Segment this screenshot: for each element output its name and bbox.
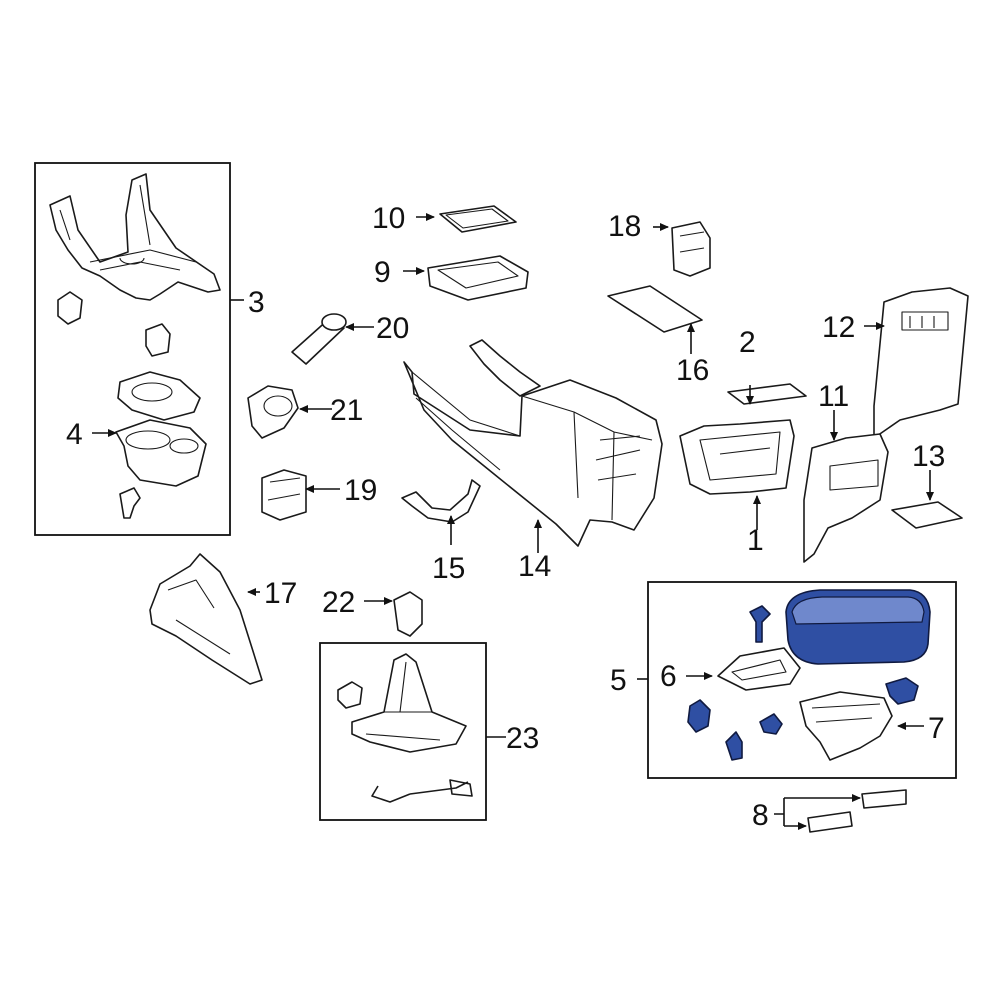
callout-20: 20 [376, 312, 409, 345]
callout-1: 1 [747, 524, 764, 557]
callout-19: 19 [344, 474, 377, 507]
armrest-lid[interactable] [785, 589, 931, 665]
callout-11: 11 [818, 380, 849, 413]
callout-13: 13 [912, 440, 945, 473]
callout-21: 21 [330, 394, 363, 427]
stopper-upper[interactable] [861, 789, 907, 809]
console-body[interactable] [403, 339, 663, 547]
shifter-harness[interactable] [371, 779, 473, 803]
callout-3: 3 [248, 286, 265, 319]
callout-6: 6 [660, 660, 677, 693]
rear-vent-panel[interactable] [873, 287, 969, 439]
storage-mat[interactable] [607, 285, 703, 333]
trim-pad[interactable] [891, 501, 963, 529]
callout-12: 12 [822, 311, 855, 344]
pocket-mat[interactable] [727, 383, 807, 405]
usb-port[interactable] [671, 221, 711, 277]
rear-console-panel[interactable] [803, 433, 889, 563]
lid-clip-top[interactable] [885, 677, 919, 705]
callout-15: 15 [432, 552, 465, 585]
lid-bolt[interactable] [725, 731, 743, 761]
console-trim-panel[interactable] [49, 173, 221, 301]
callout-17: 17 [264, 577, 297, 610]
shift-lever-assembly[interactable] [351, 653, 467, 753]
switch-assembly[interactable] [261, 469, 307, 521]
group-box-23 [319, 642, 487, 821]
callout-10: 10 [372, 202, 405, 235]
callout-7: 7 [928, 712, 945, 745]
outlet-housing[interactable] [247, 385, 299, 439]
console-bracket[interactable] [401, 479, 481, 523]
callout-labels: 1 2 3 4 5 6 7 8 9 10 11 12 13 14 15 16 1… [66, 202, 945, 832]
stopper-lower[interactable] [807, 811, 853, 833]
tray-mat[interactable] [439, 205, 517, 233]
callout-5: 5 [610, 664, 627, 697]
cup-holder-insert[interactable] [117, 371, 201, 421]
shift-knob[interactable] [393, 591, 423, 637]
storage-pocket[interactable] [679, 419, 795, 495]
lid-screw[interactable] [749, 605, 771, 643]
group-box-5 [647, 581, 957, 779]
callout-16: 16 [676, 354, 709, 387]
callout-18: 18 [608, 210, 641, 243]
console-tray[interactable] [427, 255, 529, 301]
lid-latch[interactable] [799, 691, 893, 761]
group-box-3 [34, 162, 231, 536]
switch-bracket[interactable] [145, 323, 171, 357]
shifter-boot-clip[interactable] [337, 681, 363, 709]
callout-4: 4 [66, 418, 83, 451]
screw[interactable] [119, 487, 141, 519]
callout-22: 22 [322, 586, 355, 619]
leader-lines [92, 213, 934, 830]
callout-14: 14 [518, 550, 551, 583]
lid-clip-left[interactable] [687, 699, 711, 733]
callout-23: 23 [506, 722, 539, 755]
side-panel[interactable] [149, 553, 263, 685]
callout-8: 8 [752, 799, 769, 832]
trim-clip[interactable] [57, 291, 83, 325]
power-outlet[interactable] [291, 313, 347, 365]
lid-clip-right[interactable] [759, 713, 783, 735]
callout-2: 2 [739, 326, 756, 359]
cup-holder[interactable] [115, 419, 207, 487]
lid-hinge[interactable] [717, 647, 801, 691]
callout-9: 9 [374, 256, 391, 289]
